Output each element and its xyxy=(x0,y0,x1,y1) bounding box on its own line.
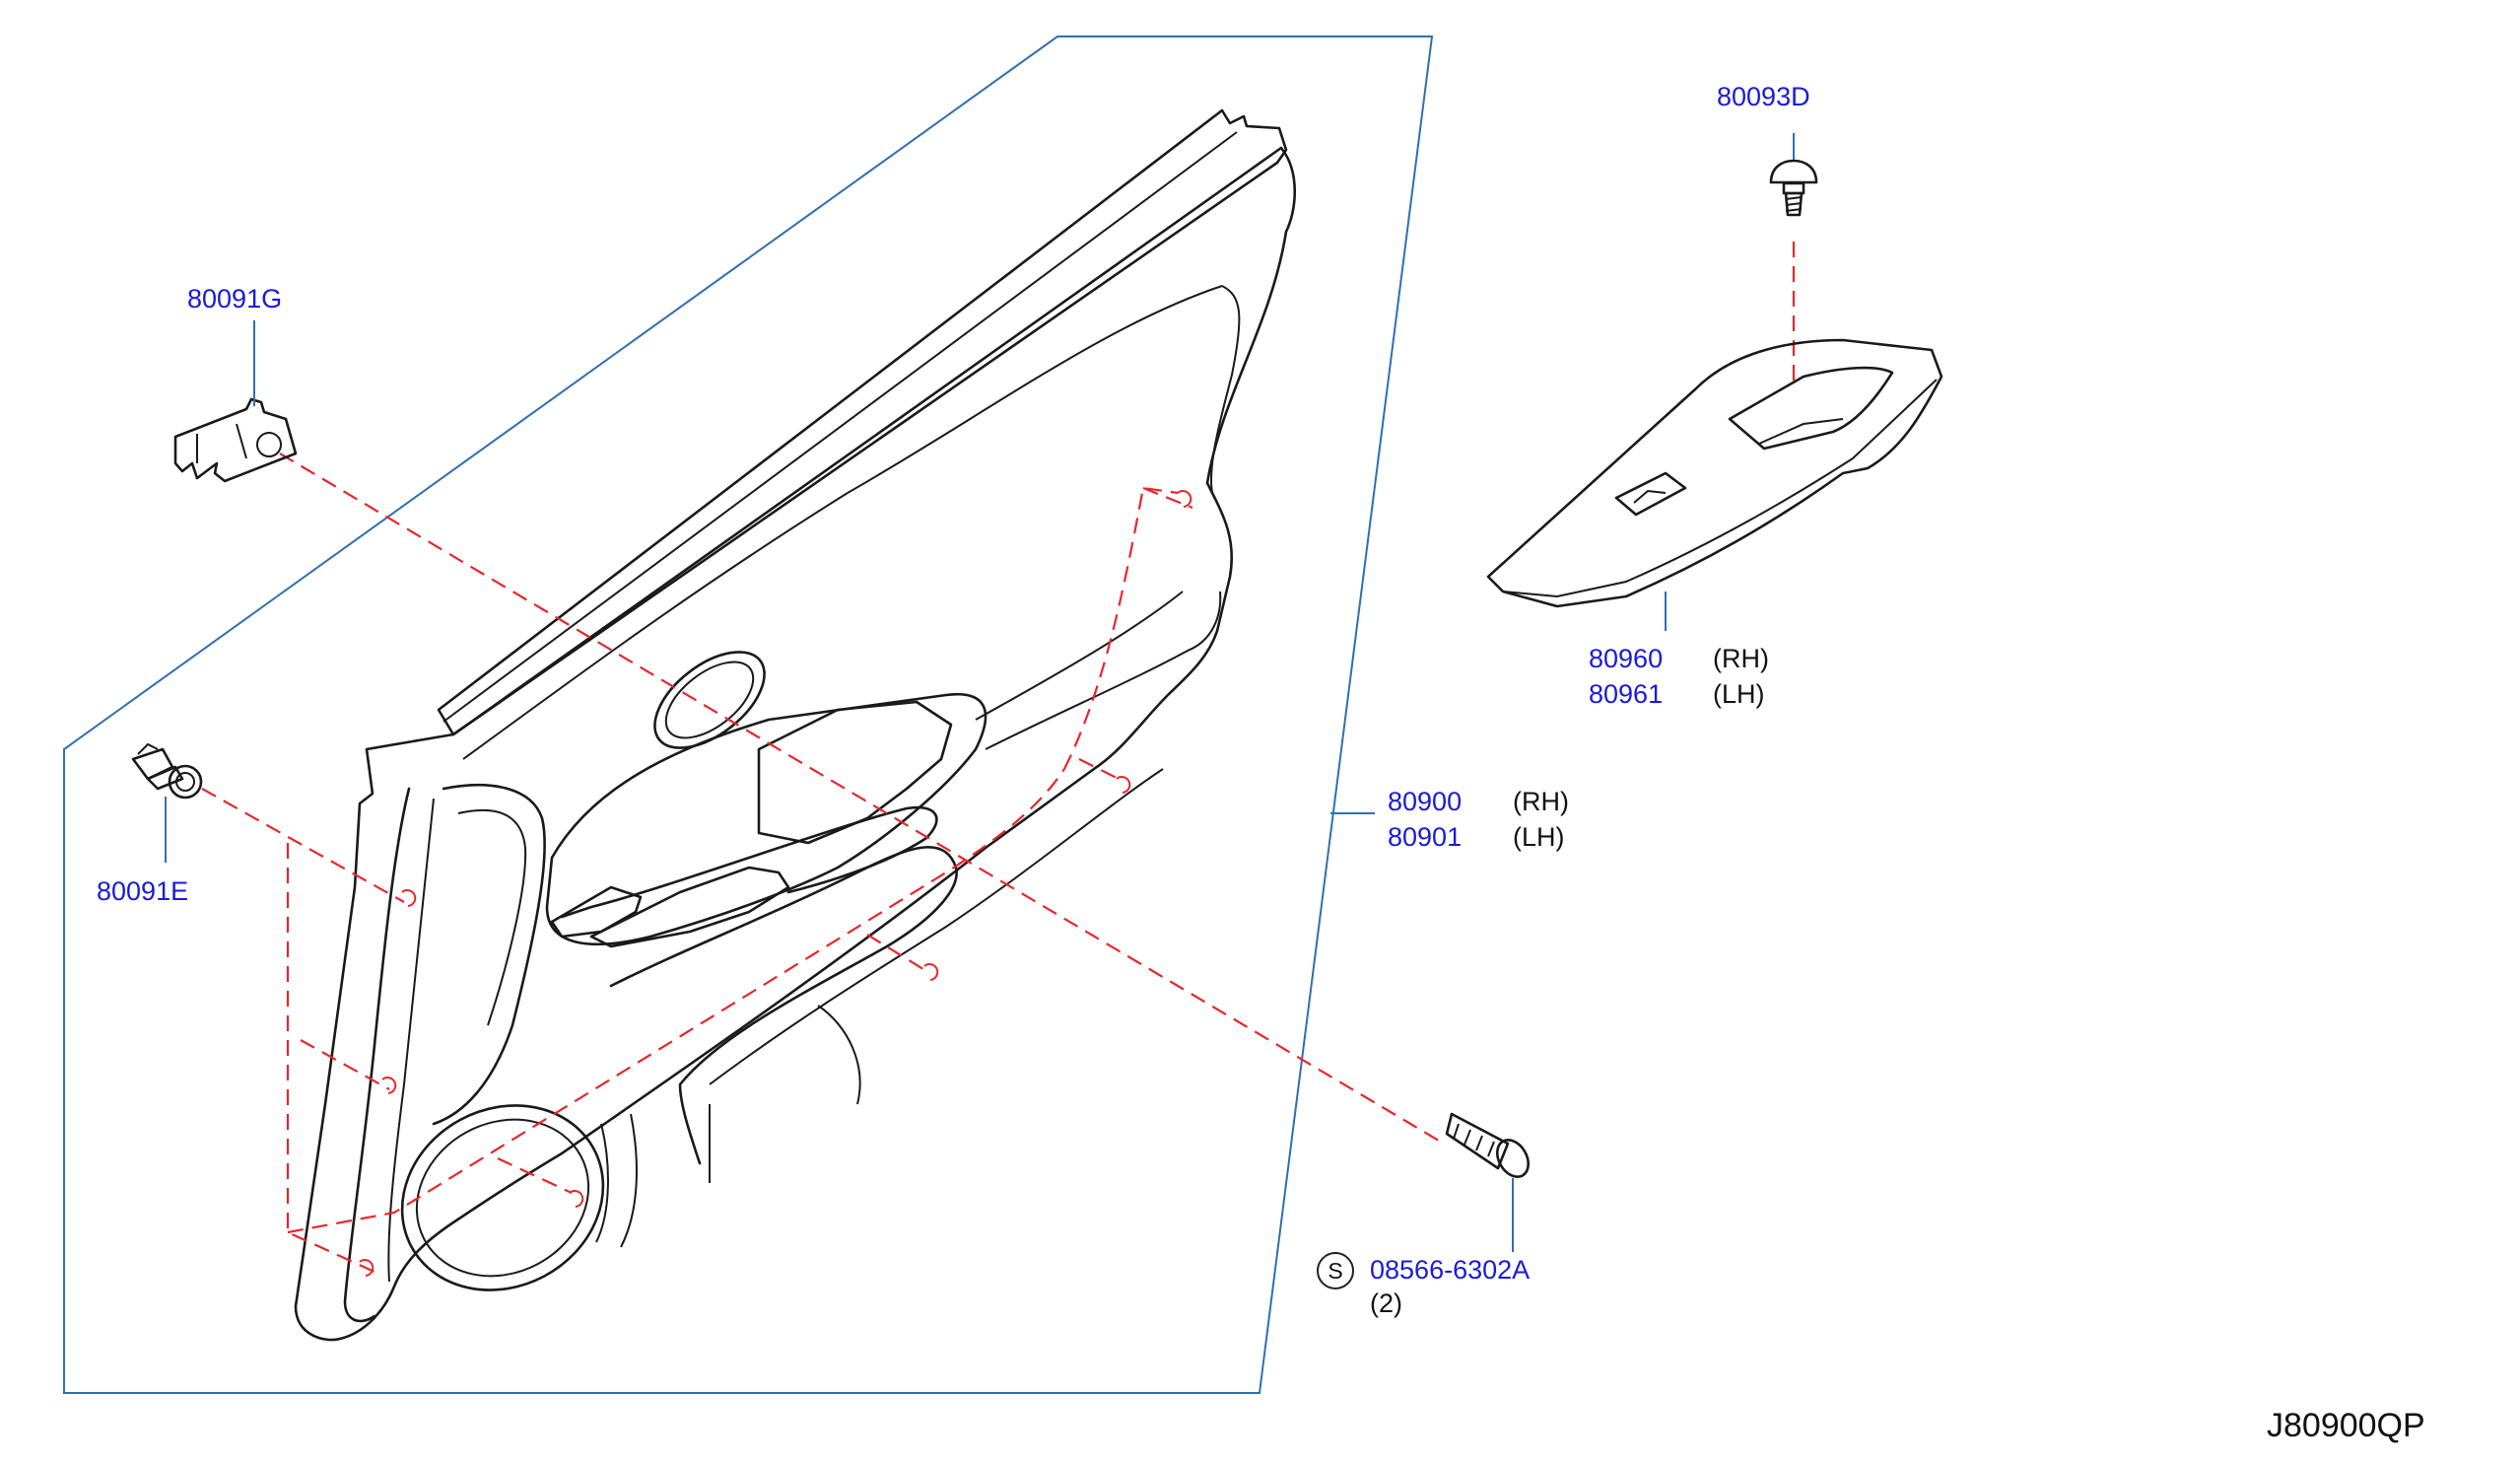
diagram-reference-code: J80900QP xyxy=(2267,1407,2425,1444)
quantity-label: (2) xyxy=(1370,1289,1402,1318)
clip-80091g-drawing xyxy=(173,397,298,483)
clip-80091e-drawing xyxy=(131,742,203,800)
switch-finisher-drawing xyxy=(1486,338,1943,608)
door-trim-frame xyxy=(63,35,1434,1394)
door-trim-panel-drawing xyxy=(294,108,1297,1342)
part-number-80960[interactable]: 80960 xyxy=(1589,644,1664,673)
part-number-80900[interactable]: 80900 xyxy=(1388,787,1463,816)
side-label-lh: (LH) xyxy=(1513,822,1565,852)
part-number-08566-6302a[interactable]: 08566-6302A xyxy=(1370,1255,1531,1285)
side-label-lh: (LH) xyxy=(1713,679,1765,709)
side-label-rh: (RH) xyxy=(1513,787,1569,816)
part-number-80091g[interactable]: 80091G xyxy=(187,284,283,314)
part-number-80091e[interactable]: 80091E xyxy=(97,876,189,906)
part-number-80901[interactable]: 80901 xyxy=(1388,822,1463,852)
leader-lines xyxy=(165,133,1795,1252)
side-label-rh: (RH) xyxy=(1713,644,1769,673)
part-number-80961[interactable]: 80961 xyxy=(1589,679,1664,709)
part-number-80093d[interactable]: 80093D xyxy=(1717,82,1810,111)
assembly-dashed-lines xyxy=(201,242,1796,1277)
standard-part-symbol: S xyxy=(1317,1252,1354,1289)
screw-08566-drawing xyxy=(1445,1112,1531,1178)
screw-80093d-drawing xyxy=(1769,159,1818,217)
